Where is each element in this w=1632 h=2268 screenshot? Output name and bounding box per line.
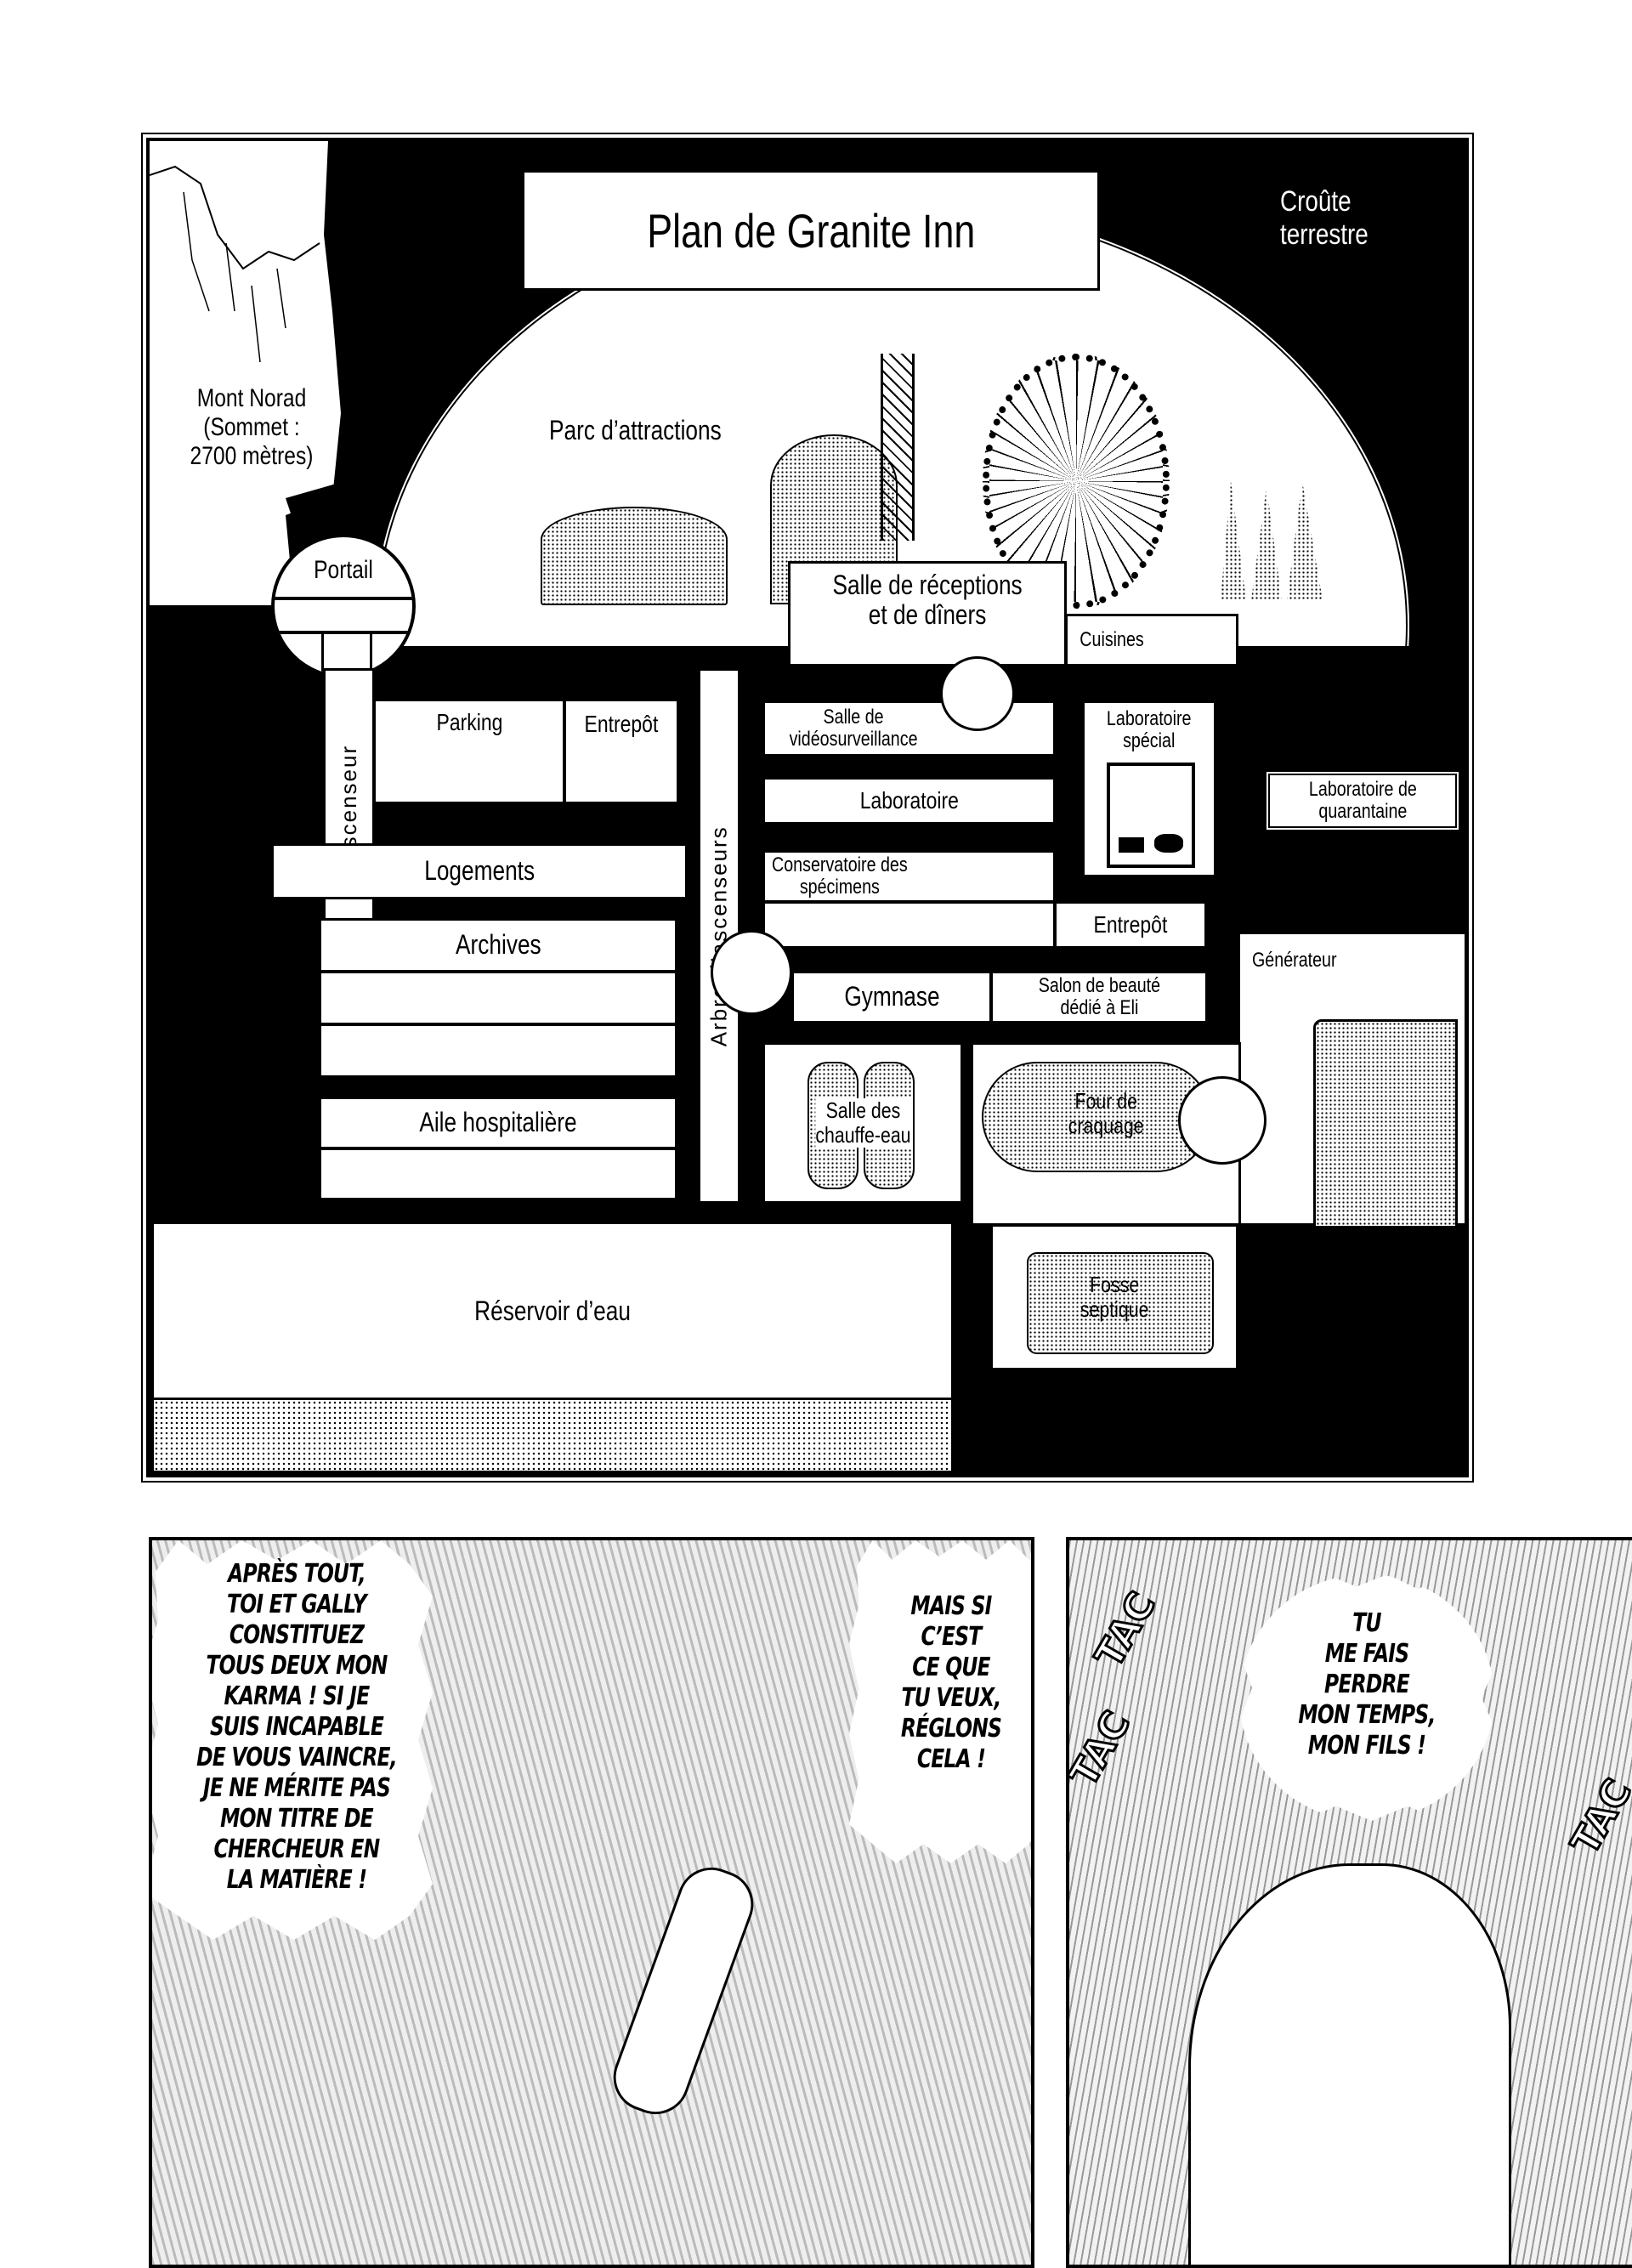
room-parking: Parking — [373, 699, 565, 804]
room-specimens-2 — [762, 901, 1056, 949]
granite-inn-map: Plan de Granite Inn Croûte terrestre Mon… — [141, 133, 1474, 1483]
sound-effect: TAC — [1562, 1771, 1632, 1863]
mountain-label: Mont Norad (Sommet : 2700 mètres) — [190, 384, 314, 470]
mountain-cliff-icon — [150, 165, 354, 600]
park-label: Parc d’attractions — [549, 415, 722, 445]
room-generator: Générateur — [1238, 932, 1465, 1228]
sound-effect: TAC — [1086, 1584, 1166, 1676]
room-laboratory: Laboratoire — [762, 777, 1056, 825]
generator-icon — [1313, 1019, 1458, 1228]
tower-icon — [881, 354, 915, 541]
character-portrait-reception — [940, 656, 1015, 731]
title-box: Plan de Granite Inn — [522, 170, 1100, 291]
speech-bubble-left — [152, 1540, 433, 1940]
ferris-wheel-icon — [983, 354, 1170, 609]
room-hospital: Aile hospitalière — [319, 1097, 677, 1149]
room-blank — [319, 1148, 677, 1200]
room-storage: Entrepôt — [564, 699, 679, 804]
portal-label: Portail — [314, 556, 373, 584]
room-kitchens: Cuisines — [1065, 614, 1238, 666]
character-figure — [1188, 1863, 1511, 2265]
speech-bubble-right — [849, 1540, 1031, 1863]
carousel-icon — [541, 507, 728, 605]
room-blank — [319, 971, 677, 1025]
water-level — [154, 1398, 951, 1471]
furnace-icon — [982, 1062, 1211, 1172]
character-portrait-gym — [711, 930, 792, 1015]
shaft — [321, 631, 372, 675]
room-archives: Archives — [319, 918, 677, 972]
sound-effect: TAC — [1066, 1703, 1140, 1795]
room-storage-2: Entrepôt — [1054, 901, 1207, 949]
character-portrait-furnace — [1178, 1076, 1266, 1165]
divider — [275, 631, 412, 634]
divider — [275, 597, 412, 600]
room-gym: Gymnase — [791, 971, 992, 1023]
portal: Portail — [271, 534, 416, 678]
corrosive-hazard-icon — [1107, 763, 1195, 868]
septic-tank-icon — [1027, 1252, 1214, 1354]
room-housing: Logements — [271, 843, 688, 899]
speech-bubble — [1239, 1574, 1494, 1821]
room-blank — [319, 1023, 677, 1078]
room-water-tank: Réservoir d’eau — [154, 1224, 951, 1399]
map-title: Plan de Granite Inn — [646, 203, 976, 258]
crust-label: Croûte terrestre — [1280, 185, 1368, 251]
climbing-figure — [604, 1857, 763, 2124]
elevator: Ascenseur — [323, 668, 375, 940]
